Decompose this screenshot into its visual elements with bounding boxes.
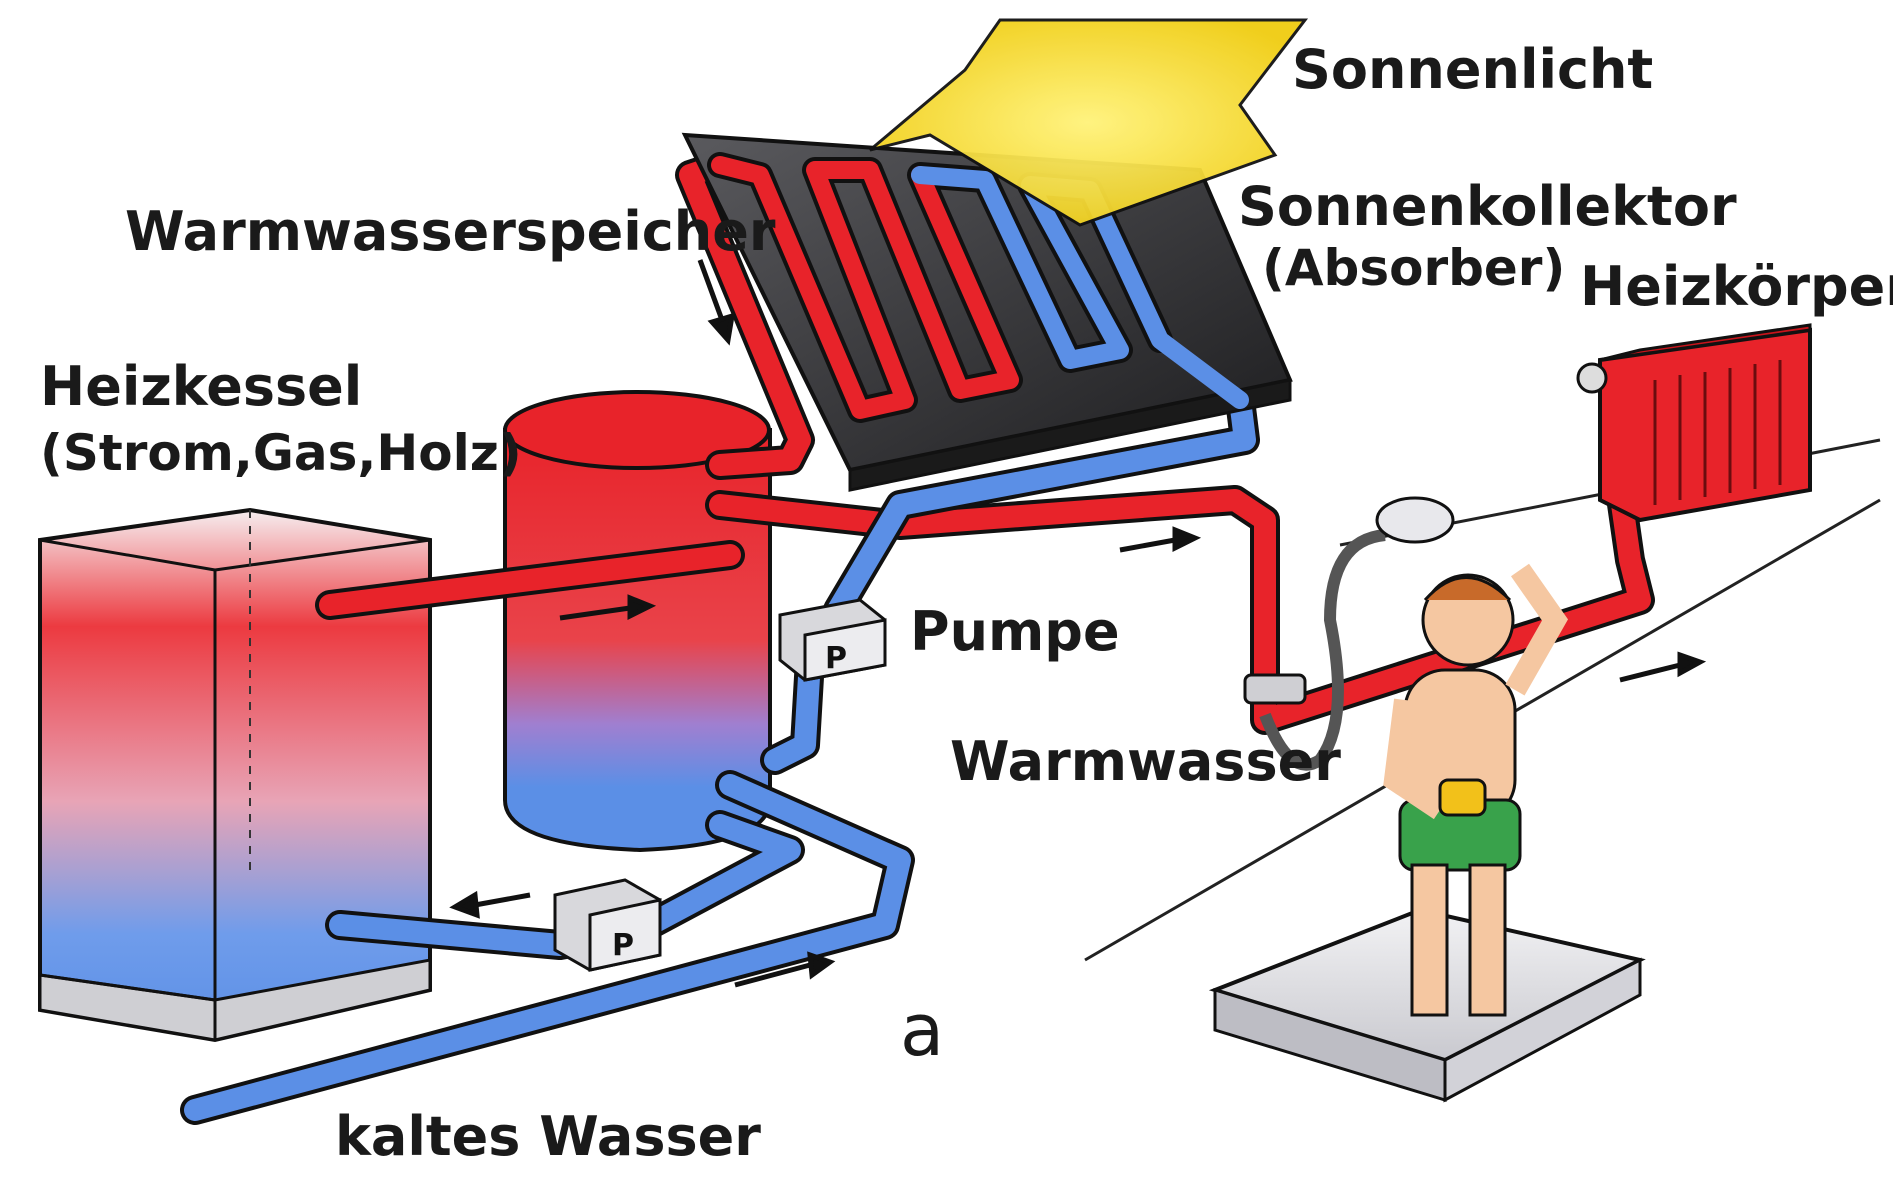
label-boiler-sub: (Strom,Gas,Holz) xyxy=(40,424,522,482)
label-collector: Sonnenkollektor xyxy=(1238,175,1737,238)
pipes xyxy=(180,150,1655,1125)
solar-collector xyxy=(681,132,1293,492)
pump-lower: P xyxy=(553,878,662,972)
label-figure-letter: a xyxy=(900,988,944,1072)
person-showering xyxy=(1383,563,1569,1017)
label-collector-sub: (Absorber) xyxy=(1262,239,1565,297)
label-cold-water: kaltes Wasser xyxy=(335,1105,761,1168)
radiator xyxy=(1576,323,1812,523)
label-pump: Pumpe xyxy=(910,600,1120,663)
flow-arrows xyxy=(449,259,1707,988)
label-radiator: Heizkörper xyxy=(1580,255,1893,318)
label-sunlight: Sonnenlicht xyxy=(1292,38,1653,101)
boiler xyxy=(38,507,432,1043)
sunlight-arrow xyxy=(869,18,1309,227)
pump-upper: P xyxy=(778,598,887,682)
label-storage-tank: Warmwasserspeicher xyxy=(125,200,776,263)
pump-symbol: P xyxy=(825,641,847,676)
pump-symbol: P xyxy=(612,928,634,963)
shower-head xyxy=(1243,496,1455,771)
label-hot-water: Warmwasser xyxy=(950,730,1341,793)
label-boiler: Heizkessel xyxy=(40,355,362,418)
